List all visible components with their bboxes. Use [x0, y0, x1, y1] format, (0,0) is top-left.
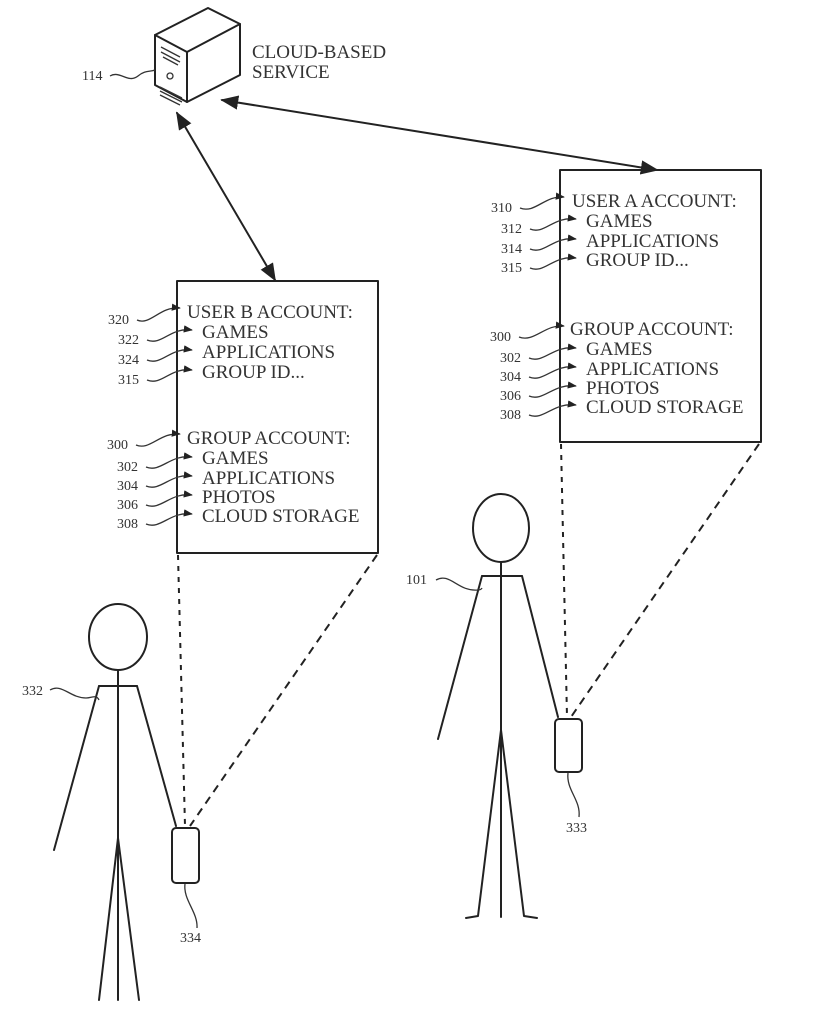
server-label-line2: SERVICE: [252, 62, 330, 83]
person-a-device-leader-line: [567, 772, 580, 818]
server-to-user-a-arrow: [220, 95, 659, 175]
list-item: APPLICATIONS: [202, 342, 335, 363]
person-a-leader-line: [435, 577, 483, 591]
user-b-account-section: 320 USER B ACCOUNT: 322 GAMES 324 APPLIC…: [108, 302, 353, 388]
ref-label: 312: [501, 222, 522, 237]
user-a-account-section: 310 USER A ACCOUNT: 312 GAMES 314 APPLIC…: [491, 191, 737, 276]
ref-label: 310: [491, 201, 512, 216]
person-b-device-leader-line: [184, 883, 198, 929]
ref-label: 324: [118, 353, 139, 368]
ref-label: 314: [501, 242, 522, 257]
user-b-projection-left: [177, 554, 186, 827]
user-a-projection-right: [570, 443, 760, 718]
person-b-leader-line: [49, 687, 100, 701]
ref-label: 304: [500, 370, 521, 385]
ref-label: 308: [500, 408, 521, 423]
user-b-group-account-section: 300 GROUP ACCOUNT: 302 GAMES 304 APPLICA…: [107, 428, 359, 532]
ref-label: 306: [117, 498, 138, 513]
list-item: CLOUD STORAGE: [586, 397, 743, 418]
person-b-ref: 332: [22, 684, 43, 699]
user-b-account-title: USER B ACCOUNT:: [187, 302, 353, 323]
list-item: APPLICATIONS: [202, 468, 335, 489]
user-a-account-panel: [559, 169, 762, 443]
ref-label: 315: [118, 373, 139, 388]
list-item: GROUP ID...: [586, 250, 689, 271]
ref-label: 320: [108, 313, 129, 328]
user-a-group-account-section: 300 GROUP ACCOUNT: 302 GAMES 304 APPLICA…: [490, 319, 743, 423]
ref-label: 315: [501, 261, 522, 276]
ref-label: 322: [118, 333, 139, 348]
group-account-title: GROUP ACCOUNT:: [187, 428, 351, 449]
person-a-figure: [437, 493, 559, 919]
server-leader-line: [109, 69, 156, 80]
list-item: GROUP ID...: [202, 362, 305, 383]
list-item: PHOTOS: [202, 487, 276, 508]
server-label-line1: CLOUD-BASED: [252, 42, 386, 63]
ref-label: 300: [107, 438, 128, 453]
person-b-device-ref: 334: [180, 931, 201, 946]
ref-label: 304: [117, 479, 138, 494]
user-a-account-title: USER A ACCOUNT:: [572, 191, 737, 212]
person-a-device-ref: 333: [566, 821, 587, 836]
server-to-user-b-arrow: [176, 111, 276, 282]
list-item: GAMES: [586, 339, 653, 360]
list-item: APPLICATIONS: [586, 231, 719, 252]
ref-label: 300: [490, 330, 511, 345]
user-a-projection-left: [560, 443, 568, 718]
person-a-device-icon: [554, 718, 583, 773]
list-item: CLOUD STORAGE: [202, 506, 359, 527]
user-b-account-panel: [176, 280, 379, 554]
person-b-figure: [53, 603, 177, 1001]
group-account-title: GROUP ACCOUNT:: [570, 319, 734, 340]
server-ref: 114: [82, 69, 102, 84]
list-item: PHOTOS: [586, 378, 660, 399]
person-b-device-icon: [171, 827, 200, 884]
ref-label: 306: [500, 389, 521, 404]
person-a-ref: 101: [406, 573, 427, 588]
user-b-projection-right: [189, 554, 378, 827]
list-item: GAMES: [202, 448, 269, 469]
ref-label: 302: [500, 351, 521, 366]
server-icon: [154, 7, 241, 106]
ref-label: 308: [117, 517, 138, 532]
list-item: GAMES: [586, 211, 653, 232]
ref-label: 302: [117, 460, 138, 475]
list-item: APPLICATIONS: [586, 359, 719, 380]
list-item: GAMES: [202, 322, 269, 343]
